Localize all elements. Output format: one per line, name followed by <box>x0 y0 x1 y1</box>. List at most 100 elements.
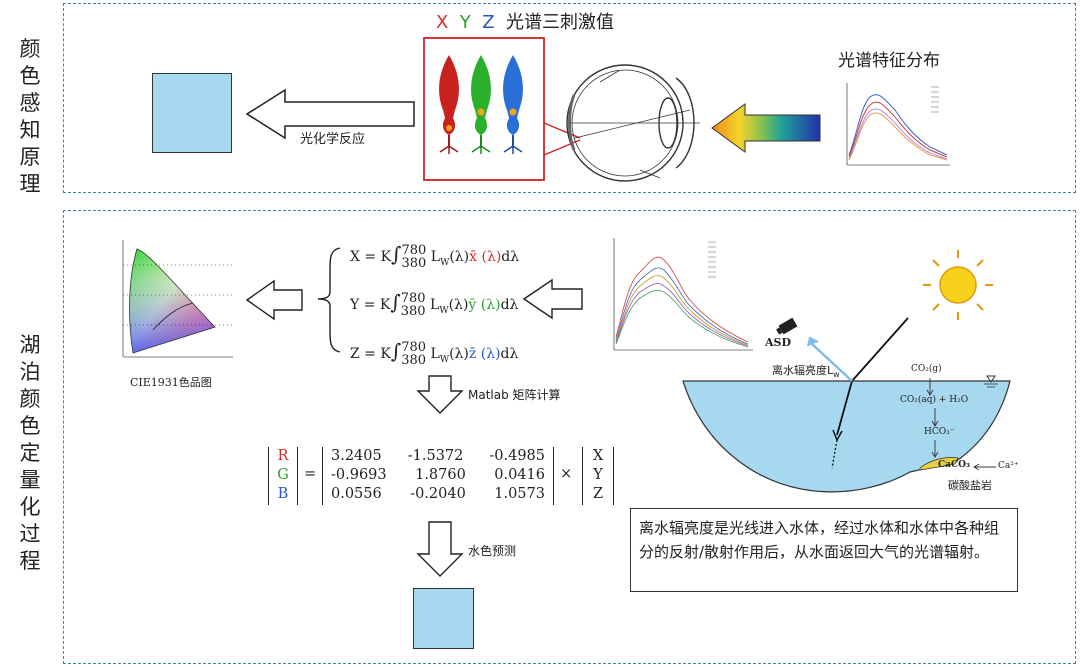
water-level-marker <box>986 375 996 383</box>
matrix-cell: 3.2405 <box>331 448 382 464</box>
rgb-r: R <box>277 448 289 464</box>
eq-y-upper: 780 <box>400 291 426 306</box>
eq-z-sub: W <box>439 354 450 365</box>
xyz-x: X <box>592 448 604 464</box>
from-spectrum-arrow <box>522 278 583 320</box>
eq-z-d: dλ <box>500 346 519 362</box>
matrix-cell: 1.8760 <box>415 467 466 483</box>
eq-y-arg: (λ) <box>448 297 469 313</box>
eq-x-bar: x̄ <box>469 249 478 265</box>
spectrum-thumbnail-top <box>835 75 955 175</box>
rgb-vector: R G B <box>268 447 298 505</box>
matrix-times: × <box>560 466 573 482</box>
matrix-cell: 1.0573 <box>494 486 545 502</box>
eq-x-lhs: X = K <box>350 249 392 265</box>
eq-x-integrand: L <box>430 249 441 265</box>
water-leaving-radiance-note: 离水辐亮度是光线进入水体，经过水体和水体中各种组分的反射/散射作用后，从水面返回… <box>630 508 1018 592</box>
lake-color-quantification-title: 湖泊颜色定量化过程 <box>19 333 41 573</box>
eq-y-lhs: Y = K <box>350 297 391 313</box>
eq-z-lower: 380 <box>401 353 427 368</box>
chem-hco3: HCO₃⁻ <box>924 427 955 437</box>
matrix-cell: -0.4985 <box>489 448 545 464</box>
matrix-row: 3.2405 -1.5372 -0.4985 <box>331 447 545 466</box>
matrix-row: 0.0556 -0.2040 1.0573 <box>331 485 545 504</box>
transform-matrix: 3.2405 -1.5372 -0.4985 -0.9693 1.8760 0.… <box>322 447 554 505</box>
matrix-cell: -1.5372 <box>407 448 464 464</box>
water-leaving-radiance-ray <box>811 343 853 382</box>
incident-light-ray <box>851 317 909 382</box>
xyz-vector: X Y Z <box>582 447 614 505</box>
carbonate-rock <box>919 457 959 471</box>
reaction-arrow <box>245 88 415 140</box>
matrix-cell: -0.9693 <box>331 467 387 483</box>
eq-z-integrand: L <box>430 346 440 362</box>
eq-x-sub: W <box>440 257 450 268</box>
carbonate-rock-label: 碳酸盐岩 <box>948 479 992 492</box>
tristimulus-caption: 光谱三刺激值 <box>506 12 615 33</box>
equation-brace <box>317 247 341 353</box>
eq-y-lam: (λ) <box>480 297 501 313</box>
eq-y-sub: W <box>439 305 449 316</box>
eq-x-lam: (λ) <box>481 249 502 265</box>
xyz-y: Y <box>593 467 603 483</box>
matrix-cell: 0.0416 <box>494 467 545 483</box>
matrix-cell: 0.0556 <box>331 486 382 502</box>
eq-x-lower: 380 <box>401 256 427 271</box>
photochemical-reaction-label: 光化学反应 <box>300 132 366 147</box>
matrix-equals: = <box>304 466 317 482</box>
to-cie-arrow <box>245 279 303 321</box>
z-letter: Z <box>482 12 495 33</box>
eq-x-d: dλ <box>501 249 520 265</box>
eq-z-lam: (λ) <box>480 346 501 362</box>
eq-y-lower: 380 <box>400 304 426 319</box>
asd-sensor-icon <box>776 317 798 335</box>
asd-label: ASD <box>765 336 792 349</box>
eq-z-arg: (λ) <box>449 346 469 362</box>
eq-y-bar: ȳ <box>468 297 477 313</box>
rgb-b: B <box>277 486 289 502</box>
cie1931-chart <box>115 235 235 365</box>
cone-cell-blue <box>503 55 523 154</box>
matlab-label: Matlab 矩阵计算 <box>468 388 561 402</box>
spectrum-distribution-title: 光谱特征分布 <box>838 51 940 71</box>
spectrum-arrow <box>711 103 821 153</box>
perceived-color-swatch <box>152 73 232 153</box>
matrix-cell: -0.2040 <box>410 486 466 502</box>
prediction-arrow <box>416 521 464 577</box>
y-letter: Y <box>459 12 471 33</box>
eq-z-upper: 780 <box>401 340 427 355</box>
eq-z-bar: z̄ <box>468 346 477 362</box>
chem-co2-aq: CO₂(aq) + H₂O <box>900 395 969 405</box>
cone-cell-green <box>471 55 491 154</box>
x-letter: X <box>436 12 449 33</box>
eye-diagram <box>566 64 700 182</box>
eq-x-upper: 780 <box>401 243 427 258</box>
chem-co2-gas: CO₂(g) <box>911 364 942 374</box>
color-perception-panel <box>63 3 1076 193</box>
radiance-label-sub: w <box>833 370 840 380</box>
xyz-tristimulus-heading: X Y Z 光谱三刺激值 <box>436 8 614 34</box>
eq-y-integrand: L <box>430 297 440 313</box>
eq-x-arg: (λ) <box>449 249 470 265</box>
matlab-arrow <box>416 375 464 414</box>
cone-cell-red <box>439 55 459 154</box>
matrix-row: -0.9693 1.8760 0.0416 <box>331 466 545 485</box>
lake-color-quantification-panel <box>63 210 1076 664</box>
refracted-ray <box>836 380 853 436</box>
cie-caption: CIE1931色品图 <box>130 376 212 389</box>
chem-caco3: CaCO₃ <box>938 460 970 470</box>
sun-icon <box>923 250 993 320</box>
spectrum-thumbnail-bottom <box>598 232 758 362</box>
eq-z-lhs: Z = K <box>350 346 391 362</box>
chem-ca-ion: Ca²⁺ <box>998 461 1019 471</box>
water-leaving-radiance-label: 离水辐亮度Lw <box>772 362 840 379</box>
rgb-g: G <box>277 467 289 483</box>
xyz-z: Z <box>592 486 604 502</box>
predicted-color-swatch <box>413 588 474 649</box>
eq-y-d: dλ <box>500 297 519 313</box>
